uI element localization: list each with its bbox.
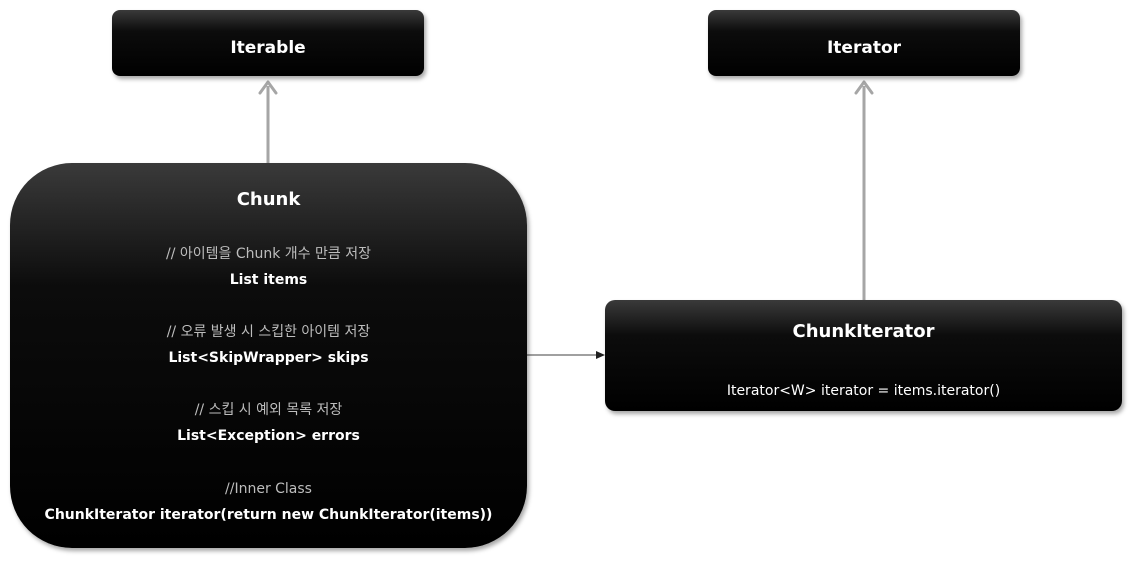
iterable-node: Iterable xyxy=(112,10,424,76)
iterable-title: Iterable xyxy=(230,38,306,58)
arrow-chunkiterator-to-iterator xyxy=(854,80,874,300)
chunkiterator-field: Iterator<W> iterator = items.iterator() xyxy=(726,383,1001,399)
chunk-comment-inner-class: //Inner Class xyxy=(225,481,312,497)
iterator-node: Iterator xyxy=(708,10,1020,76)
chunk-title: Chunk xyxy=(236,189,301,210)
iterator-title: Iterator xyxy=(826,38,902,58)
chunk-comment-errors: // 스킵 시 예외 목록 저장 xyxy=(194,402,343,418)
chunk-field-skips: List<SkipWrapper> skips xyxy=(168,350,369,366)
chunk-comment-skips: // 오류 발생 시 스킵한 아이템 저장 xyxy=(166,324,371,340)
chunkiterator-node: ChunkIterator Iterator<W> iterator = ite… xyxy=(605,300,1122,411)
arrow-chunk-to-chunkiterator xyxy=(527,351,605,359)
chunk-field-errors: List<Exception> errors xyxy=(177,428,360,444)
chunk-method-iterator: ChunkIterator iterator(return new ChunkI… xyxy=(44,507,493,523)
chunk-node: Chunk // 아이템을 Chunk 개수 만큼 저장 List items … xyxy=(10,163,527,548)
arrow-chunk-to-iterable xyxy=(258,80,278,163)
chunkiterator-title: ChunkIterator xyxy=(792,321,935,342)
chunk-comment-items: // 아이템을 Chunk 개수 만큼 저장 xyxy=(166,246,371,262)
chunk-field-items: List items xyxy=(229,272,308,288)
